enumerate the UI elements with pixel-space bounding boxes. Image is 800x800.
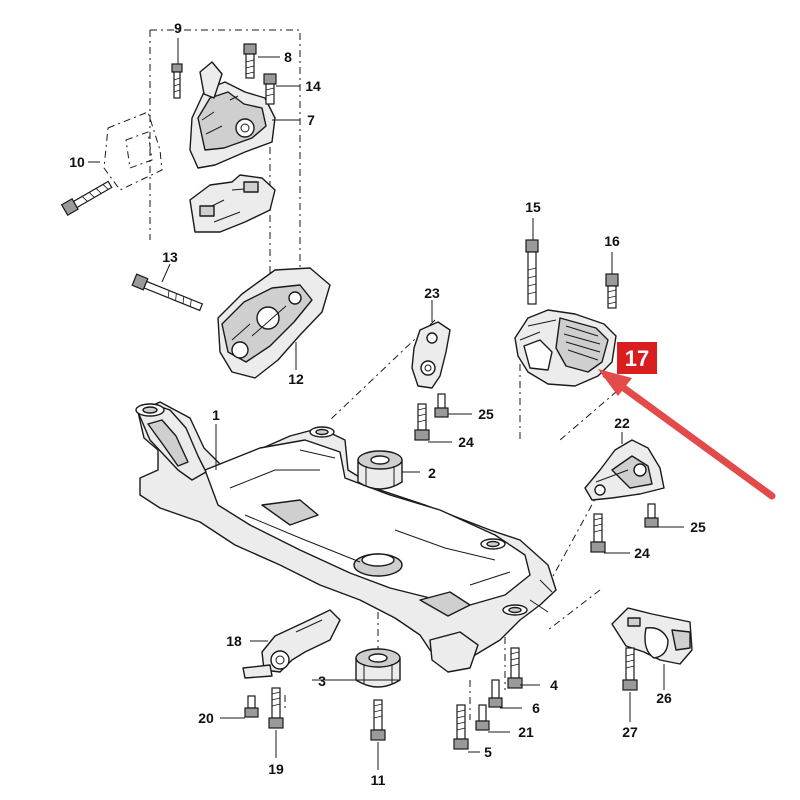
label-19: 19 <box>268 761 284 777</box>
bolt-11 <box>370 699 386 741</box>
pendulum-support-18 <box>242 609 341 679</box>
bolt-25-upper <box>434 393 449 418</box>
bolt-16 <box>605 273 619 309</box>
label-2: 2 <box>428 465 436 481</box>
label-7: 7 <box>307 112 315 128</box>
label-25-lower: 25 <box>690 519 706 535</box>
bush-2 <box>357 450 403 490</box>
bolt-14 <box>263 73 277 105</box>
bush-3 <box>355 648 401 688</box>
label-5: 5 <box>484 744 492 760</box>
bolt-10 <box>60 180 113 217</box>
label-20: 20 <box>198 710 214 726</box>
label-22: 22 <box>614 415 630 431</box>
bolt-21 <box>475 704 490 731</box>
label-24-lower: 24 <box>634 545 650 561</box>
intermediate-bracket <box>189 174 276 233</box>
label-3: 3 <box>318 673 326 689</box>
bolt-24-upper <box>414 403 430 441</box>
callout-17-label: 17 <box>625 346 649 371</box>
label-13: 13 <box>162 249 178 265</box>
engine-mount-bracket-7 <box>189 61 276 169</box>
bolt-13 <box>131 273 204 312</box>
label-15: 15 <box>525 199 541 215</box>
label-1: 1 <box>212 407 220 423</box>
bolt-20 <box>244 695 259 718</box>
label-23: 23 <box>424 285 440 301</box>
red-pointer-arrow <box>602 371 776 500</box>
label-21: 21 <box>518 724 534 740</box>
bolt-5 <box>453 704 469 750</box>
label-18: 18 <box>226 633 242 649</box>
label-16: 16 <box>604 233 620 249</box>
bolt-19 <box>268 687 284 729</box>
label-4: 4 <box>550 677 558 693</box>
subframe-1 <box>135 401 557 673</box>
bolt-8 <box>243 43 257 79</box>
alignment-lines <box>149 29 631 720</box>
engine-support-bracket-12 <box>217 267 331 379</box>
label-25-upper: 25 <box>478 406 494 422</box>
gearbox-mount-17 <box>514 309 617 387</box>
label-26: 26 <box>656 690 672 706</box>
label-6: 6 <box>532 700 540 716</box>
bracket-26 <box>611 607 693 665</box>
bolt-27 <box>622 647 638 691</box>
bolt-6 <box>488 679 503 708</box>
torque-bracket-23 <box>411 321 451 389</box>
label-8: 8 <box>284 49 292 65</box>
label-27: 27 <box>622 724 638 740</box>
label-11: 11 <box>371 772 386 788</box>
bolt-24-lower <box>590 513 606 553</box>
label-12: 12 <box>288 371 304 387</box>
red-arrowhead <box>598 369 632 396</box>
leader-lines <box>88 38 684 770</box>
label-9: 9 <box>174 20 182 36</box>
part-labels: 1 2 3 4 5 6 7 8 9 10 11 12 13 14 15 16 1… <box>69 20 706 788</box>
bolt-25-lower <box>644 503 659 528</box>
callout-17-box <box>617 342 657 374</box>
torque-bracket-22 <box>584 439 665 501</box>
bolt-9 <box>171 63 183 99</box>
bolt-4 <box>507 647 523 689</box>
label-10: 10 <box>69 154 85 170</box>
label-14: 14 <box>305 78 321 94</box>
bolt-15 <box>525 239 539 305</box>
label-24-upper: 24 <box>458 434 474 450</box>
mount-plate-outline <box>103 111 163 191</box>
